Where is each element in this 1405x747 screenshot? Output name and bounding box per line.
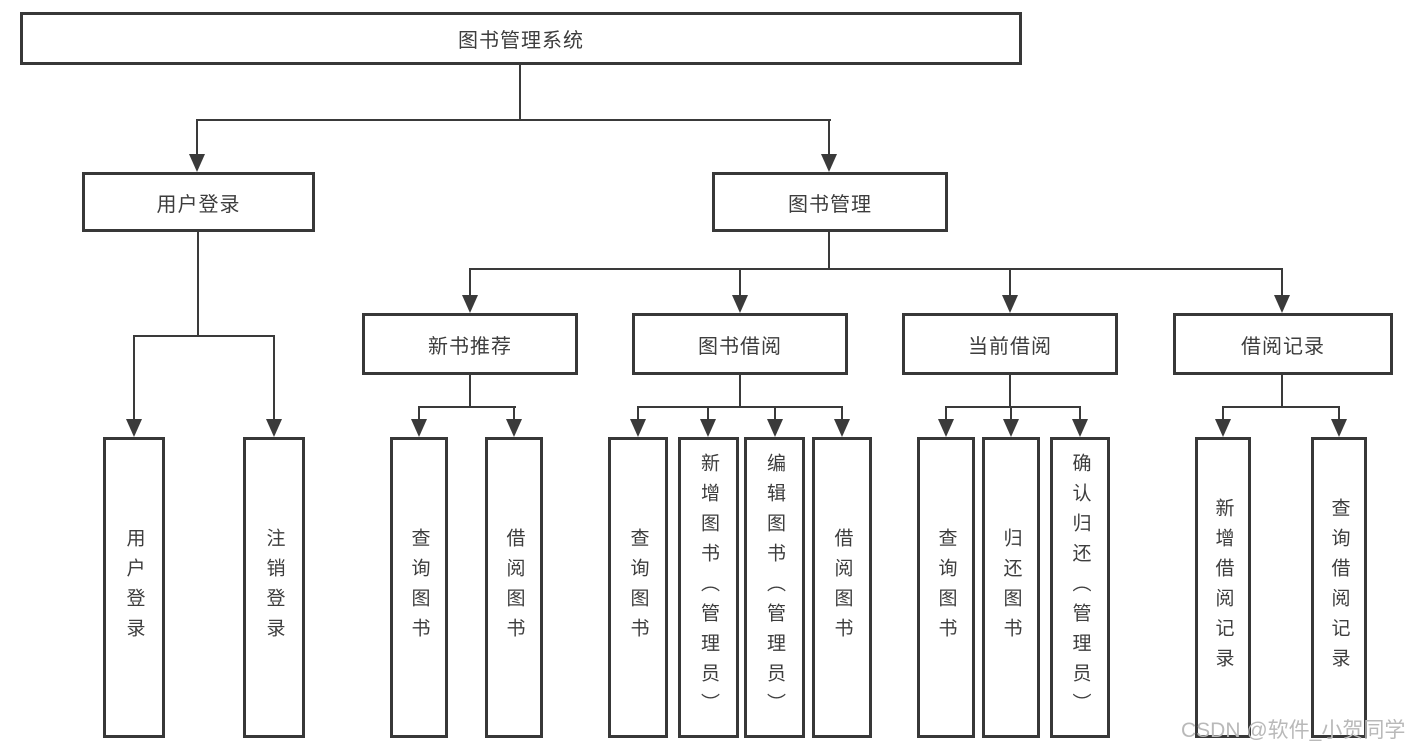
arrowhead-down-icon — [1274, 295, 1290, 313]
node-user-login: 用户登录 — [82, 172, 315, 232]
connector-vline — [739, 374, 741, 408]
connector-hline — [1222, 406, 1339, 408]
connector-vline — [774, 406, 776, 422]
arrowhead-down-icon — [821, 154, 837, 172]
connector-vline — [1222, 406, 1224, 422]
arrowhead-down-icon — [700, 419, 716, 437]
node-book-borrowing: 图书借阅 — [632, 313, 848, 375]
leaf-label: 借阅图书 — [831, 527, 853, 648]
arrowhead-down-icon — [1072, 419, 1088, 437]
leaf-query-books-recommend: 查询图书 — [390, 437, 448, 738]
connector-hline — [196, 119, 831, 121]
connector-hline — [945, 406, 1081, 408]
leaf-label: 查询图书 — [935, 527, 957, 648]
connector-vline — [513, 406, 515, 422]
connector-vline — [197, 231, 199, 337]
connector-hline — [637, 406, 843, 408]
connector-vline — [519, 63, 521, 121]
connector-vline — [1079, 406, 1081, 422]
leaf-label: 新增借阅记录 — [1212, 497, 1234, 678]
leaf-label: 编辑图书（管理员） — [764, 452, 785, 723]
leaf-label: 归还图书 — [1000, 527, 1022, 648]
leaf-edit-book-admin: 编辑图书（管理员） — [744, 437, 805, 738]
arrowhead-down-icon — [411, 419, 427, 437]
leaf-label: 查询图书 — [627, 527, 649, 648]
node-label: 图书借阅 — [698, 335, 782, 358]
connector-vline — [469, 374, 471, 408]
connector-vline — [828, 231, 830, 270]
leaf-label: 新增图书（管理员） — [698, 452, 719, 723]
arrowhead-down-icon — [1003, 419, 1019, 437]
connector-vline — [1009, 268, 1011, 298]
node-label: 图书管理系统 — [458, 30, 584, 52]
arrowhead-down-icon — [506, 419, 522, 437]
connector-vline — [1338, 406, 1340, 422]
connector-vline — [739, 268, 741, 298]
connector-vline — [1010, 406, 1012, 422]
connector-vline — [945, 406, 947, 422]
connector-vline — [133, 335, 135, 421]
connector-vline — [273, 335, 275, 421]
node-library-management-system: 图书管理系统 — [20, 12, 1022, 65]
connector-vline — [418, 406, 420, 422]
arrowhead-down-icon — [767, 419, 783, 437]
node-label: 借阅记录 — [1241, 335, 1325, 358]
connector-vline — [707, 406, 709, 422]
leaf-return-book: 归还图书 — [982, 437, 1040, 738]
connector-hline — [418, 406, 516, 408]
arrowhead-down-icon — [266, 419, 282, 437]
connector-vline — [196, 119, 198, 158]
node-label: 当前借阅 — [968, 335, 1052, 358]
node-label: 用户登录 — [156, 193, 241, 216]
arrowhead-down-icon — [462, 295, 478, 313]
connector-vline — [841, 406, 843, 422]
node-book-management: 图书管理 — [712, 172, 948, 232]
node-borrowing-records: 借阅记录 — [1173, 313, 1393, 375]
arrowhead-down-icon — [938, 419, 954, 437]
node-current-borrowing: 当前借阅 — [902, 313, 1118, 375]
leaf-add-book-admin: 新增图书（管理员） — [678, 437, 739, 738]
leaf-label: 查询图书 — [408, 527, 430, 648]
arrowhead-down-icon — [834, 419, 850, 437]
arrowhead-down-icon — [630, 419, 646, 437]
arrowhead-down-icon — [189, 154, 205, 172]
arrowhead-down-icon — [1215, 419, 1231, 437]
connector-vline — [1009, 374, 1011, 408]
leaf-user-login: 用户登录 — [103, 437, 165, 738]
leaf-borrow-books-recommend: 借阅图书 — [485, 437, 543, 738]
leaf-label: 查询借阅记录 — [1328, 497, 1350, 678]
connector-vline — [469, 268, 471, 298]
arrowhead-down-icon — [732, 295, 748, 313]
leaf-add-borrow-record: 新增借阅记录 — [1195, 437, 1251, 738]
leaf-query-books-borrowing: 查询图书 — [608, 437, 668, 738]
leaf-query-books-current: 查询图书 — [917, 437, 975, 738]
csdn-watermark: CSDN @软件_小贺同学 — [1181, 719, 1405, 742]
arrowhead-down-icon — [1331, 419, 1347, 437]
node-new-book-recommendation: 新书推荐 — [362, 313, 578, 375]
leaf-query-borrow-record: 查询借阅记录 — [1311, 437, 1367, 738]
leaf-logout: 注销登录 — [243, 437, 305, 738]
connector-vline — [637, 406, 639, 422]
connector-hline — [469, 268, 1283, 270]
leaf-borrow-books-borrowing: 借阅图书 — [812, 437, 872, 738]
arrowhead-down-icon — [1002, 295, 1018, 313]
connector-vline — [1281, 374, 1283, 408]
connector-vline — [828, 119, 830, 158]
leaf-label: 注销登录 — [263, 527, 285, 648]
leaf-label: 借阅图书 — [503, 527, 525, 648]
node-label: 图书管理 — [788, 193, 872, 216]
connector-hline — [133, 335, 275, 337]
connector-vline — [1281, 268, 1283, 298]
leaf-label: 确认归还（管理员） — [1069, 452, 1091, 723]
leaf-confirm-return-admin: 确认归还（管理员） — [1050, 437, 1110, 738]
node-label: 新书推荐 — [428, 335, 512, 358]
arrowhead-down-icon — [126, 419, 142, 437]
leaf-label: 用户登录 — [123, 527, 145, 648]
